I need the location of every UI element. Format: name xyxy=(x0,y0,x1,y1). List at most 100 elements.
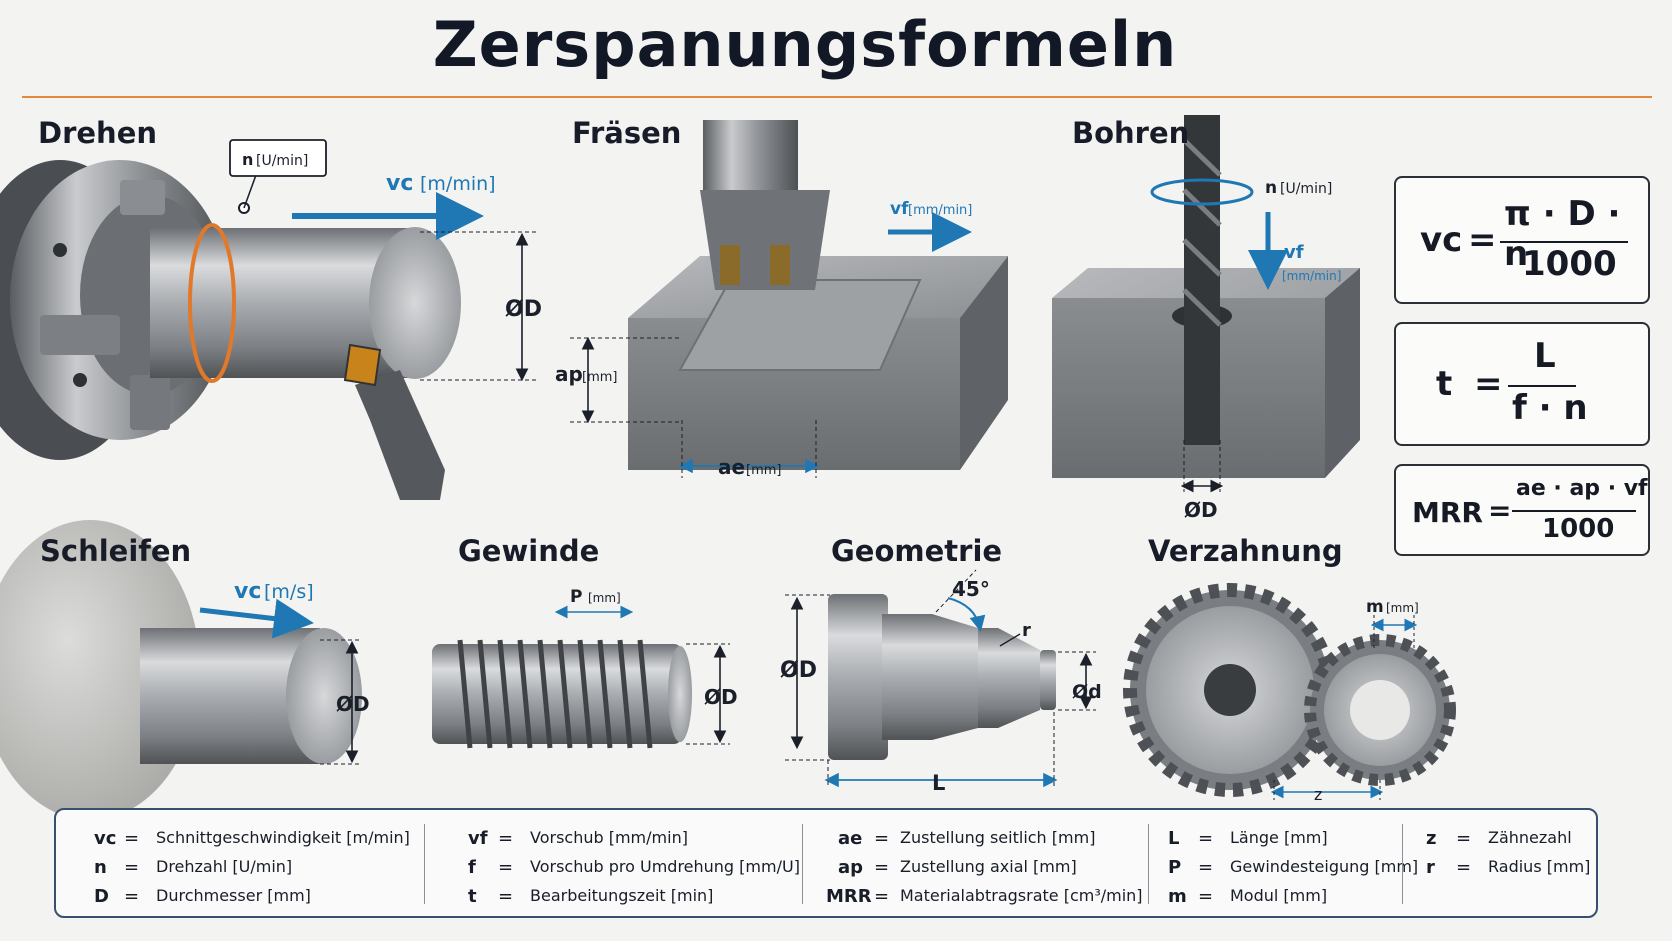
verz-m-unit: [mm] xyxy=(1386,601,1419,615)
formula-t-eq: = xyxy=(1474,364,1503,404)
legend-equals: = xyxy=(498,828,514,849)
lathe-illustration: n [U/min] vc [m/min] ØD xyxy=(0,139,542,500)
formula-box-mrr: MRR = ae · ap · vf 1000 xyxy=(1394,464,1650,556)
legend-equals: = xyxy=(1198,886,1214,907)
verz-m-label: m xyxy=(1366,597,1384,617)
gewinde-p-label: P xyxy=(570,587,582,607)
title-divider xyxy=(22,96,1652,98)
legend-equals: = xyxy=(498,886,514,907)
legend-symbol: MRR xyxy=(826,886,872,907)
legend-column-1: vc=Schnittgeschwindigkeit [m/min] n=Dreh… xyxy=(94,810,424,916)
formula-mrr-denominator: 1000 xyxy=(1542,514,1615,544)
formula-mrr-lhs: MRR xyxy=(1412,496,1483,529)
section-title-verzahnung: Verzahnung xyxy=(1148,534,1343,568)
schleifen-vc-label: vc xyxy=(234,579,261,604)
legend-equals: = xyxy=(874,886,890,907)
legend-column-3: ae=Zustellung seitlich [mm] ap=Zustellun… xyxy=(826,810,1146,916)
gewinde-d-label: ØD xyxy=(704,685,738,709)
formula-vc-numerator: π · D · n xyxy=(1504,194,1621,274)
legend-equals: = xyxy=(1456,828,1472,849)
section-title-bohren: Bohren xyxy=(1072,116,1190,150)
legend-equals: = xyxy=(124,886,140,907)
bohren-d-label: ØD xyxy=(1184,498,1218,522)
legend-symbol: n xyxy=(94,857,107,878)
legend-equals: = xyxy=(498,857,514,878)
legend-divider xyxy=(424,824,425,904)
legend-divider xyxy=(1402,824,1403,904)
legend-text: Radius [mm] xyxy=(1488,857,1591,876)
legend-text: Drehzahl [U/min] xyxy=(156,857,293,876)
geo-d-label: Ød xyxy=(1072,681,1102,703)
gewinde-p-unit: [mm] xyxy=(588,591,621,605)
legend-symbol: P xyxy=(1168,857,1182,878)
legend-equals: = xyxy=(874,828,890,849)
legend-text: Zähnezahl xyxy=(1488,828,1572,847)
drehen-vc-label: vc xyxy=(386,171,413,196)
section-title-schleifen: Schleifen xyxy=(40,534,192,568)
schleifen-vc-unit: [m/s] xyxy=(264,581,314,603)
legend-symbol: z xyxy=(1426,828,1437,849)
legend-divider xyxy=(802,824,803,904)
geometry-illustration: ØD Ød L 45° r xyxy=(780,569,1102,795)
legend-symbol: ae xyxy=(838,828,863,849)
section-title-fraesen: Fräsen xyxy=(572,116,682,150)
fraesen-ae-label: ae xyxy=(718,455,745,479)
legend-text: Gewindesteigung [mm] xyxy=(1230,857,1419,876)
bohren-vf-label: vf xyxy=(1284,242,1304,263)
fraesen-ap-unit: [mm] xyxy=(582,370,617,385)
bohren-n-label: n xyxy=(1265,178,1277,198)
schleifen-d-label: ØD xyxy=(336,692,370,716)
legend-column-5: z=Zähnezahl r=Radius [mm] xyxy=(1426,810,1590,916)
legend-equals: = xyxy=(1198,828,1214,849)
formula-t-lhs: t xyxy=(1436,364,1453,404)
formula-mrr-numerator: ae · ap · vf xyxy=(1516,476,1648,501)
formula-t-denominator: f · n xyxy=(1512,388,1588,428)
formula-t-fraction-bar xyxy=(1508,385,1576,387)
legend-symbol: t xyxy=(468,886,477,907)
verz-z-label: z xyxy=(1314,785,1322,804)
legend-symbol: D xyxy=(94,886,109,907)
legend-symbol: m xyxy=(1168,886,1187,907)
legend-text: Länge [mm] xyxy=(1230,828,1328,847)
legend-text: Zustellung seitlich [mm] xyxy=(900,828,1096,847)
formula-box-t: t = L f · n xyxy=(1394,322,1650,446)
formula-vc-eq: = xyxy=(1468,220,1497,260)
fraesen-vf-unit: [mm/min] xyxy=(908,203,972,218)
legend-equals: = xyxy=(124,857,140,878)
fraesen-ap-label: ap xyxy=(555,362,583,386)
section-title-geometrie: Geometrie xyxy=(831,534,1003,568)
legend-symbol: L xyxy=(1168,828,1180,849)
grinding-illustration: vc [m/s] ØD xyxy=(0,520,370,820)
legend-symbol: vc xyxy=(94,828,117,849)
geo-r-label: r xyxy=(1022,620,1031,641)
formula-t-numerator: L xyxy=(1534,336,1556,376)
legend-text: Bearbeitungszeit [min] xyxy=(530,886,714,905)
thread-illustration: P [mm] ØD xyxy=(432,587,738,749)
page-title: Zerspanungsformeln xyxy=(432,8,1178,81)
drehen-vc-unit: [m/min] xyxy=(420,173,496,195)
legend-column-2: vf = Vorschub [mm/min] f = Vorschub pro Umdr… xyxy=(468,810,800,916)
legend-text: Vorschub [mm/min] xyxy=(530,828,688,847)
legend-text: Vorschub pro Umdrehung [mm/U] xyxy=(530,857,800,876)
legend-equals: = xyxy=(124,828,140,849)
formula-vc-denominator: 1000 xyxy=(1522,244,1617,284)
section-title-drehen: Drehen xyxy=(38,116,158,150)
legend-divider xyxy=(1148,824,1149,904)
formula-mrr-fraction-bar xyxy=(1512,510,1636,512)
section-title-gewinde: Gewinde xyxy=(458,534,600,568)
symbol-legend: vc=Schnittgeschwindigkeit [m/min] n=Dreh… xyxy=(54,808,1598,918)
legend-equals: = xyxy=(874,857,890,878)
gear-illustration: m [mm] z xyxy=(1123,583,1456,804)
milling-illustration: vf [mm/min] ap [mm] ae [mm] xyxy=(555,120,1008,479)
drehen-n-unit: [U/min] xyxy=(256,153,308,169)
geo-angle-label: 45° xyxy=(952,577,990,601)
bohren-vf-unit: [mm/min] xyxy=(1282,269,1341,283)
drilling-illustration: n [U/min] vf [mm/min] ØD xyxy=(1052,115,1360,522)
legend-symbol: vf xyxy=(468,828,488,849)
legend-symbol: f xyxy=(468,857,476,878)
formula-mrr-eq: = xyxy=(1488,494,1512,527)
legend-equals: = xyxy=(1198,857,1214,878)
geo-L-label: L xyxy=(932,771,945,795)
fraesen-vf-label: vf xyxy=(890,199,909,219)
